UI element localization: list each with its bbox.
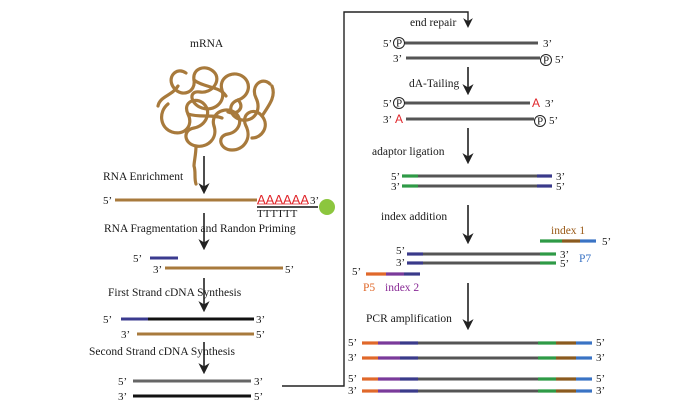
end-3-fragment: 3’	[153, 264, 162, 276]
er-5-bottom: 5’	[555, 54, 564, 66]
end-3-first: 3’	[256, 314, 265, 326]
da-3-bottom: 3’	[383, 114, 392, 126]
er-3-top: 3’	[543, 38, 552, 50]
ia-5-bottom: 5’	[560, 258, 569, 270]
step-first-strand: First Strand cDNA Synthesis	[108, 287, 242, 299]
phosphate-label: P	[396, 38, 402, 50]
end-5-first: 5’	[103, 314, 112, 326]
da-5-top: 5’	[383, 98, 392, 110]
end-5-ds-bottom: 5’	[254, 391, 263, 403]
step-rna-enrichment: RNA Enrichment	[103, 171, 184, 183]
end-5-ds-top: 5’	[118, 376, 127, 388]
phosphate-icon	[540, 54, 552, 66]
phosphate-label: P	[543, 55, 549, 67]
label-p5: P5	[363, 282, 375, 294]
phosphate-icon	[393, 37, 405, 49]
step-index-addition: index addition	[381, 211, 447, 223]
idx-5-index2: 5’	[352, 266, 361, 278]
step-second-strand: Second Strand cDNA Synthesis	[89, 346, 236, 358]
step-da-tailing: dA-Tailing	[409, 78, 460, 90]
da-3-top: 3’	[545, 98, 554, 110]
phosphate-label: P	[396, 98, 402, 110]
mrna-label: mRNA	[190, 38, 224, 50]
end-5-primer: 5’	[133, 253, 142, 265]
oligo-dt: TTTTTT	[257, 208, 298, 220]
al-5-bottom: 5’	[556, 181, 565, 193]
bead	[319, 199, 335, 215]
pcr-5-right: 5’	[596, 337, 605, 349]
connector-arrow	[282, 11, 473, 387]
label-index-1: index 1	[551, 225, 585, 237]
pcr-products: 5’ 5’ 3’ 3’ 5’ 5’ 3’ 3’	[348, 337, 605, 397]
da-5-bottom: 5’	[549, 115, 558, 127]
al-3-top: 3’	[556, 171, 565, 183]
end-3-ds-top: 3’	[254, 376, 263, 388]
al-3-bottom: 3’	[391, 181, 400, 193]
er-5-top: 5’	[383, 38, 392, 50]
label-p7: P7	[579, 253, 591, 265]
pcr-3-right: 3’	[596, 385, 605, 397]
pcr-5-right: 5’	[596, 373, 605, 385]
pcr-3-right: 3’	[596, 352, 605, 364]
poly-a-tail: AAAAAA	[257, 192, 309, 207]
mrna-tangle	[156, 66, 275, 186]
end-5-rna-template: 5’	[256, 329, 265, 341]
end-5-fragment: 5’	[285, 264, 294, 276]
phosphate-icon	[534, 115, 546, 127]
end-3-ds-bottom: 3’	[118, 391, 127, 403]
end-3-mrna: 3’	[310, 195, 319, 207]
phosphate-icon	[393, 97, 405, 109]
step-adaptor-ligation: adaptor ligation	[372, 146, 445, 158]
end-3-rna-template: 3’	[121, 329, 130, 341]
er-3-bottom: 3’	[393, 53, 402, 65]
step-fragmentation: RNA Fragmentation and Randon Priming	[104, 223, 296, 235]
idx-5-index1: 5’	[602, 236, 611, 248]
end-5-mrna: 5’	[103, 195, 112, 207]
step-end-repair: end repair	[410, 17, 456, 29]
phosphate-label: P	[537, 116, 543, 128]
step-pcr: PCR amplification	[366, 313, 452, 325]
ia-3-top: 3’	[560, 249, 569, 261]
ia-3-bottom: 3’	[396, 257, 405, 269]
pcr-5: 5’	[348, 337, 357, 349]
label-index-2: index 2	[385, 282, 419, 294]
al-5-top: 5’	[391, 171, 400, 183]
pcr-3: 3’	[348, 352, 357, 364]
pcr-3: 3’	[348, 385, 357, 397]
a-overhang-top: A	[532, 96, 540, 110]
pcr-5: 5’	[348, 373, 357, 385]
a-overhang-bottom: A	[395, 112, 403, 126]
ia-5-top: 5’	[396, 245, 405, 257]
